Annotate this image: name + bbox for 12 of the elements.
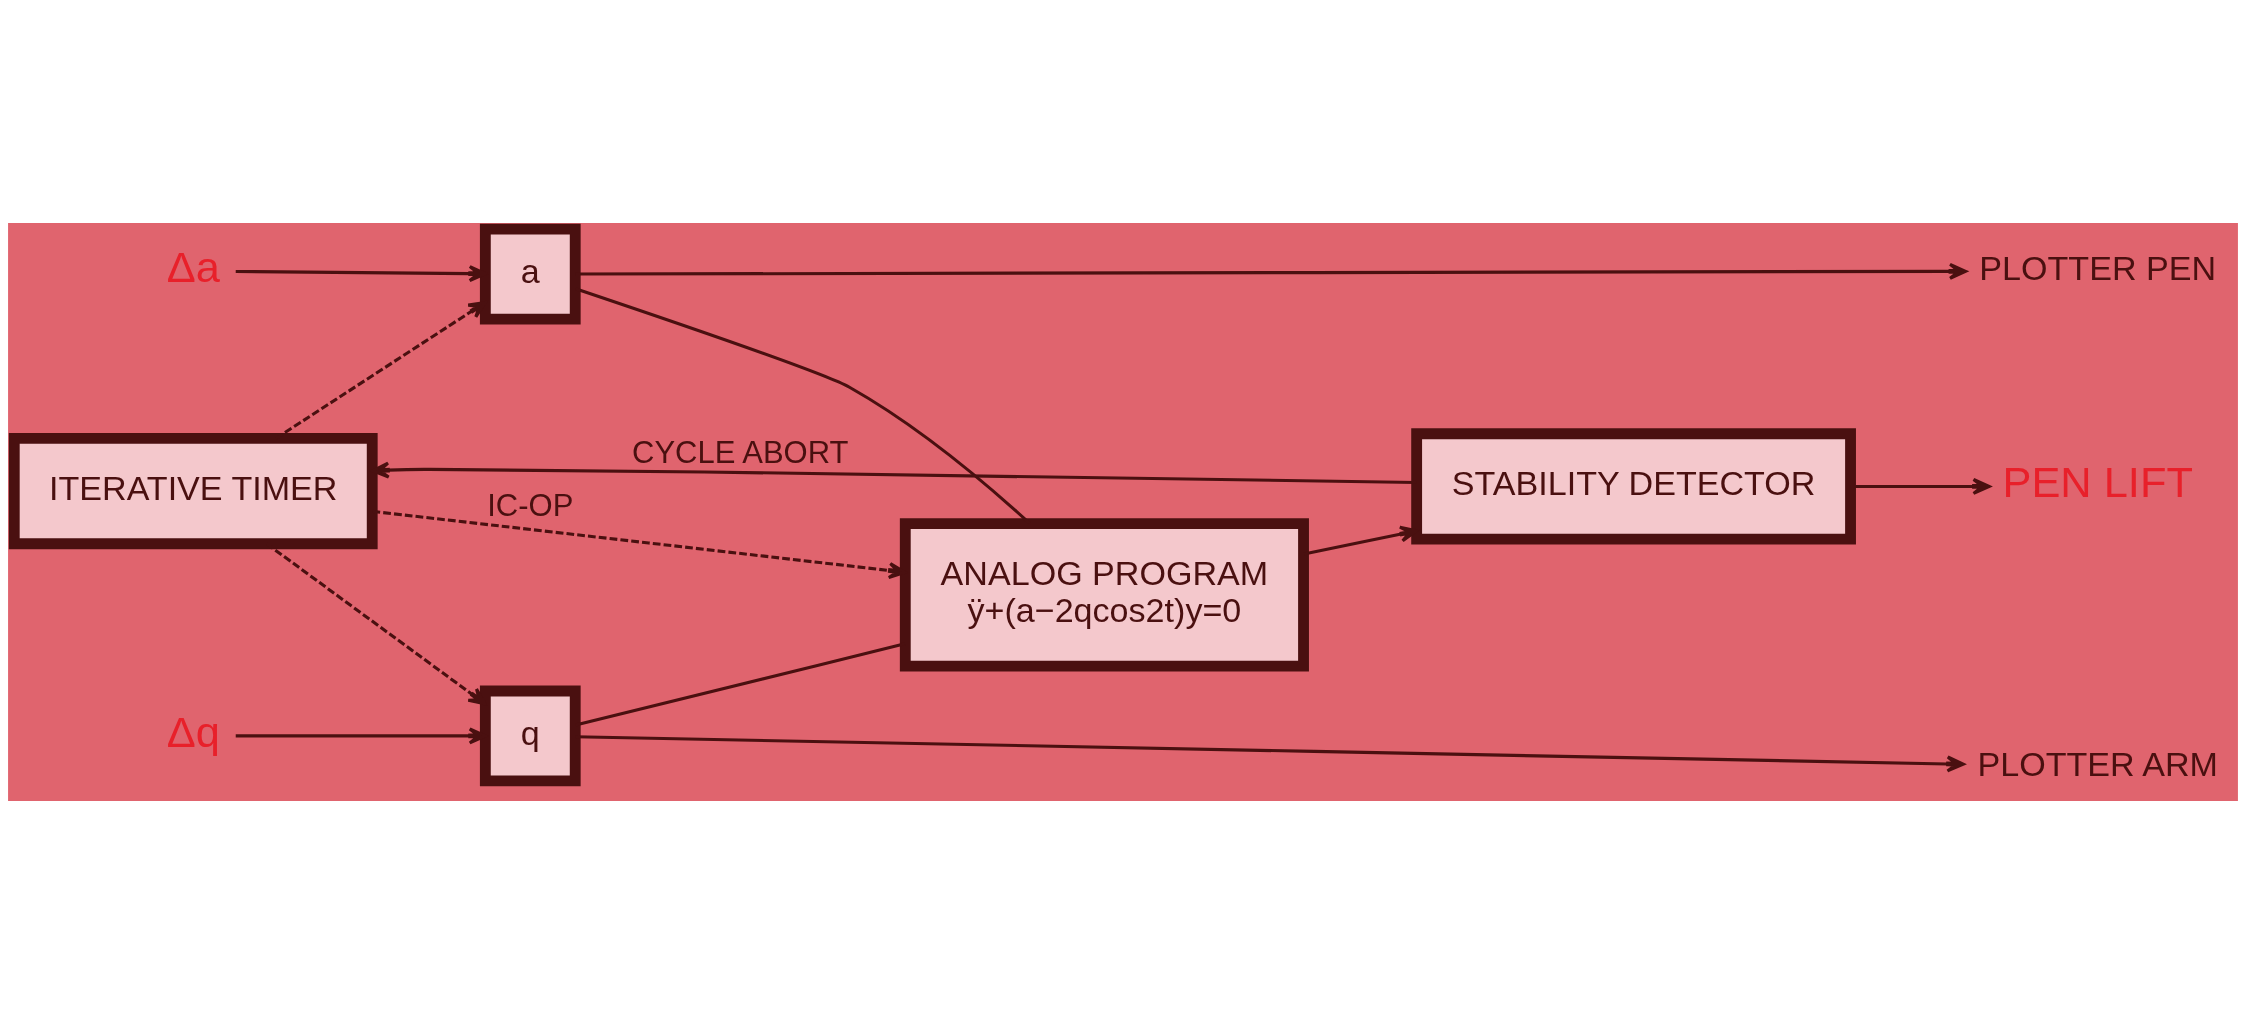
node-text: Δq	[166, 707, 220, 756]
node-text: PLOTTER PEN	[1979, 248, 2217, 287]
node-box: ITERATIVE TIMER	[8, 432, 378, 549]
node-box: a	[479, 223, 581, 324]
node-box: STABILITY DETECTOR	[1411, 427, 1856, 545]
node-text: PEN LIFT	[2002, 457, 2193, 506]
edge-label: IC-OP	[487, 487, 574, 523]
node-text: PLOTTER ARM	[1977, 744, 2218, 783]
node-box: ANALOG PROGRAM ÿ+(a−2qcos2t)y=0	[899, 517, 1309, 672]
node-box: q	[479, 685, 581, 786]
edge-label: CYCLE ABORT	[632, 434, 849, 470]
node-text: Δa	[166, 242, 220, 291]
